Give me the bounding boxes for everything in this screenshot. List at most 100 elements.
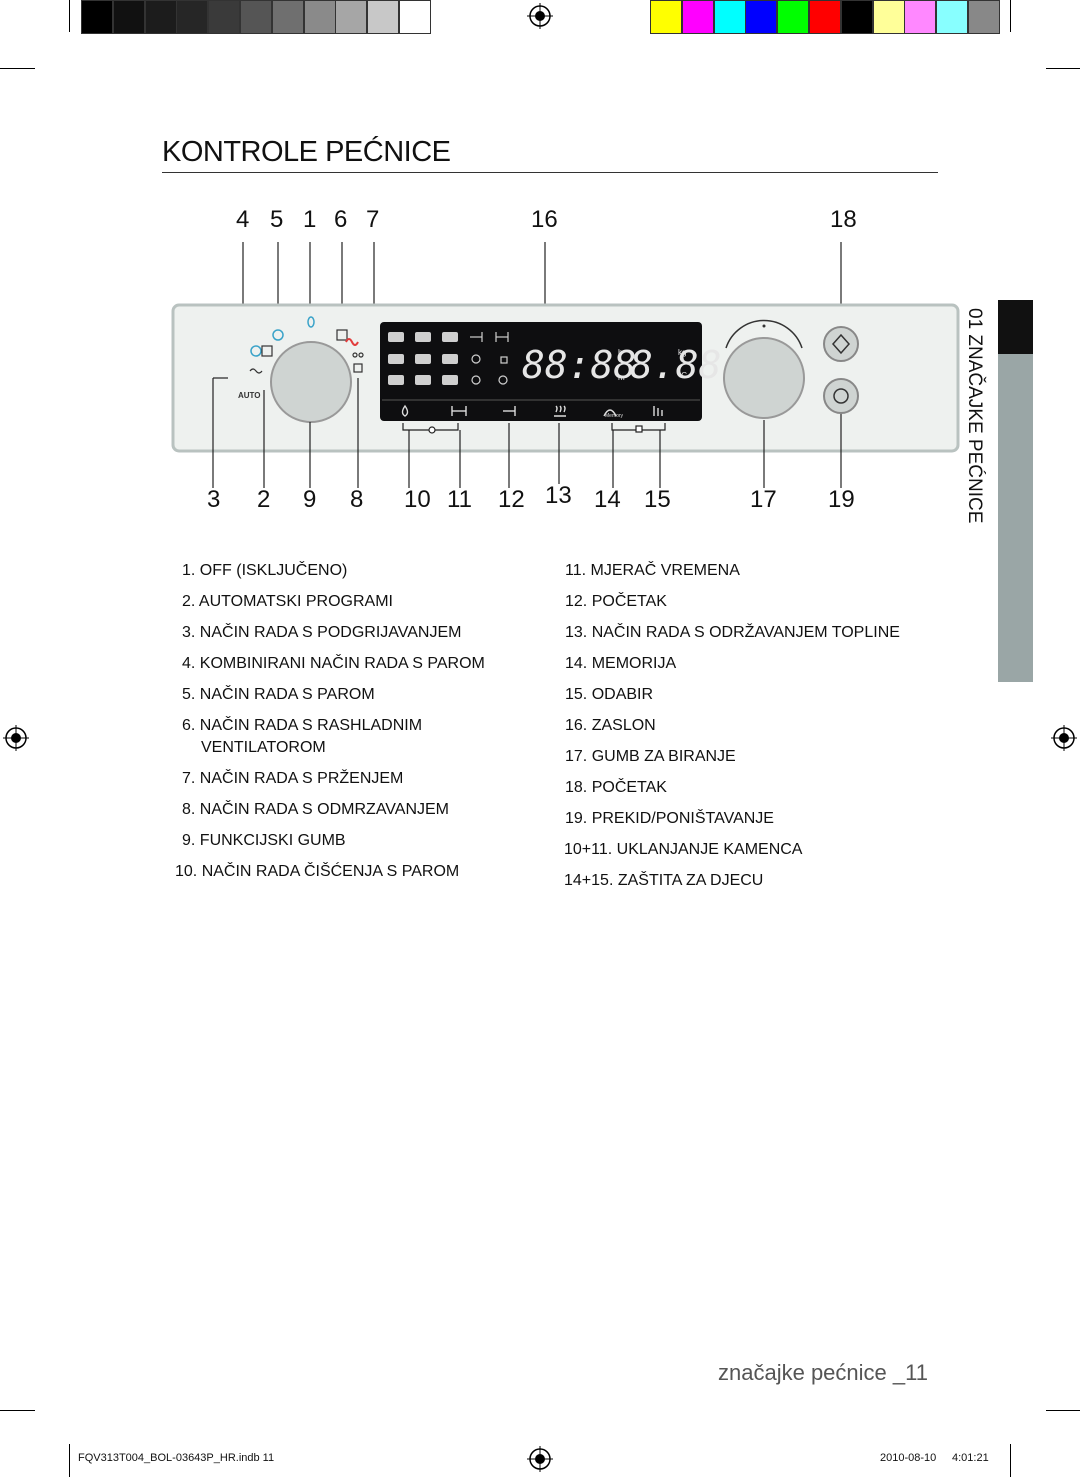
list-item: 16. ZASLON — [565, 717, 656, 735]
list-item-number: 10+11. — [564, 841, 613, 858]
print-date: 2010-08-10 — [880, 1452, 937, 1464]
list-item: 10+11. UKLANJANJE KAMENCA — [564, 841, 802, 859]
list-item: 9. FUNKCIJSKI GUMB — [182, 832, 346, 850]
callout-number: 15 — [644, 486, 671, 513]
list-item-text: NAČIN RADA S PAROM — [199, 686, 375, 703]
crop-mark — [1046, 68, 1080, 69]
crop-mark — [1010, 0, 1011, 32]
callout-number: 19 — [828, 486, 855, 513]
list-item-number: 12. — [565, 593, 588, 610]
list-item: 17. GUMB ZA BIRANJE — [565, 748, 736, 766]
display-time-digits: 88:88 — [522, 343, 636, 387]
callout-number: 17 — [750, 486, 777, 513]
start-button — [823, 326, 859, 362]
list-item-number: 14+15. — [564, 872, 614, 889]
callout-number: 11 — [447, 486, 472, 513]
list-item: 13. NAČIN RADA S ODRŽAVANJEM TOPLINE — [565, 624, 900, 642]
list-item: 14+15. ZAŠTITA ZA DJECU — [564, 872, 763, 890]
list-item-number: 17. — [565, 748, 588, 765]
callout-number: 16 — [531, 206, 558, 233]
calibration-swatch — [809, 0, 841, 34]
crop-mark — [0, 68, 35, 69]
page-title: KONTROLE PEĆNICE — [162, 136, 451, 168]
display-screen — [380, 322, 702, 421]
print-file-name: FQV313T004_BOL-03643P_HR.indb 11 — [78, 1452, 275, 1464]
list-item-number: 10. — [175, 863, 198, 880]
callout-number: 6 — [334, 206, 348, 233]
crop-mark — [69, 1444, 70, 1477]
calibration-swatch — [968, 0, 1000, 34]
list-item-text: PREKID/PONIŠTAVANJE — [591, 810, 774, 827]
callout-number: 13 — [545, 482, 572, 509]
list-item: 11. MJERAČ VREMENA — [565, 562, 740, 580]
crop-mark — [69, 0, 70, 32]
calibration-swatch — [240, 0, 272, 34]
list-item-text: POČETAK — [591, 779, 667, 796]
list-item: 18. POČETAK — [565, 779, 667, 797]
list-item-number: 4. — [182, 655, 196, 672]
calibration-swatch — [208, 0, 241, 34]
callout-number: 5 — [270, 206, 284, 233]
list-item-number: 19. — [565, 810, 588, 827]
auto-label: AUTO — [238, 391, 261, 400]
list-item-number: 5. — [182, 686, 196, 703]
list-item: 10. NAČIN RADA ČIŠĆENJA S PAROM — [175, 863, 459, 881]
callout-number: 14 — [594, 486, 621, 513]
memory-label: Memory — [605, 413, 624, 419]
list-item-text: OFF (ISKLJUČENO) — [199, 562, 348, 579]
list-item-number: 14. — [565, 655, 588, 672]
list-item-text: MEMORIJA — [591, 655, 677, 672]
page-footer-label: značajke pećnice _11 — [718, 1360, 928, 1385]
list-item: 3. NAČIN RADA S PODGRIJAVANJEM — [182, 624, 461, 642]
list-item: 15. ODABIR — [565, 686, 653, 704]
list-item-text: ODABIR — [591, 686, 654, 703]
list-item-text: NAČIN RADA ČIŠĆENJA S PAROM — [201, 863, 460, 880]
callout-number: 2 — [257, 486, 271, 513]
list-item-number: 13. — [565, 624, 588, 641]
list-item-text: NAČIN RADA S PRŽENJEM — [199, 770, 404, 787]
list-item-number: 2. — [182, 593, 196, 610]
list-item-text: NAČIN RADA S ODMRZAVANJEM — [199, 801, 450, 818]
calibration-swatch — [144, 0, 177, 34]
registration-mark-icon — [1051, 725, 1077, 751]
callout-number: 10 — [404, 486, 431, 513]
list-item-text: ZASLON — [591, 717, 656, 734]
callout-number: 7 — [366, 206, 380, 233]
calibration-swatch — [335, 0, 368, 34]
list-item-text: NAČIN RADA S RASHLADNIM — [199, 717, 423, 734]
calibration-swatch — [367, 0, 400, 34]
registration-mark-icon — [3, 725, 29, 751]
list-item: 4. KOMBINIRANI NAČIN RADA S PAROM — [182, 655, 485, 673]
side-tab-marker — [996, 300, 1033, 354]
list-item: 1. OFF (ISKLJUČENO) — [182, 562, 347, 580]
list-item: VENTILATOROM — [201, 739, 326, 757]
callout-number: 4 — [236, 206, 250, 233]
calibration-swatch — [872, 0, 905, 34]
list-item-text: NAČIN RADA S ODRŽAVANJEM TOPLINE — [591, 624, 900, 641]
display-temp-digits: 8.88 — [630, 343, 722, 387]
list-item-text: UKLANJANJE KAMENCA — [616, 841, 803, 858]
list-item-text: KOMBINIRANI NAČIN RADA S PAROM — [199, 655, 485, 672]
registration-mark-icon — [527, 1446, 553, 1472]
callout-number: 3 — [207, 486, 221, 513]
list-item-number: 15. — [565, 686, 588, 703]
list-item-text: MJERAČ VREMENA — [590, 562, 740, 579]
list-item: 6. NAČIN RADA S RASHLADNIM — [182, 717, 422, 735]
list-item: 7. NAČIN RADA S PRŽENJEM — [182, 770, 403, 788]
calibration-swatch — [681, 0, 714, 34]
list-item-number: 1. — [182, 562, 196, 579]
calibration-swatch — [904, 0, 937, 34]
unit-minutes: m — [618, 373, 625, 382]
calibration-swatch — [936, 0, 969, 34]
list-item: 12. POČETAK — [565, 593, 667, 611]
callout-number: 8 — [350, 486, 364, 513]
callout-number: 1 — [303, 206, 317, 233]
list-item-text: ZAŠTITA ZA DJECU — [617, 872, 764, 889]
calibration-swatch — [745, 0, 778, 34]
selection-dial — [723, 337, 805, 419]
calibration-swatch — [112, 0, 145, 34]
callout-number: 18 — [830, 206, 857, 233]
function-knob — [270, 341, 352, 423]
callout-number: 9 — [303, 486, 317, 513]
list-item: 19. PREKID/PONIŠTAVANJE — [565, 810, 774, 828]
